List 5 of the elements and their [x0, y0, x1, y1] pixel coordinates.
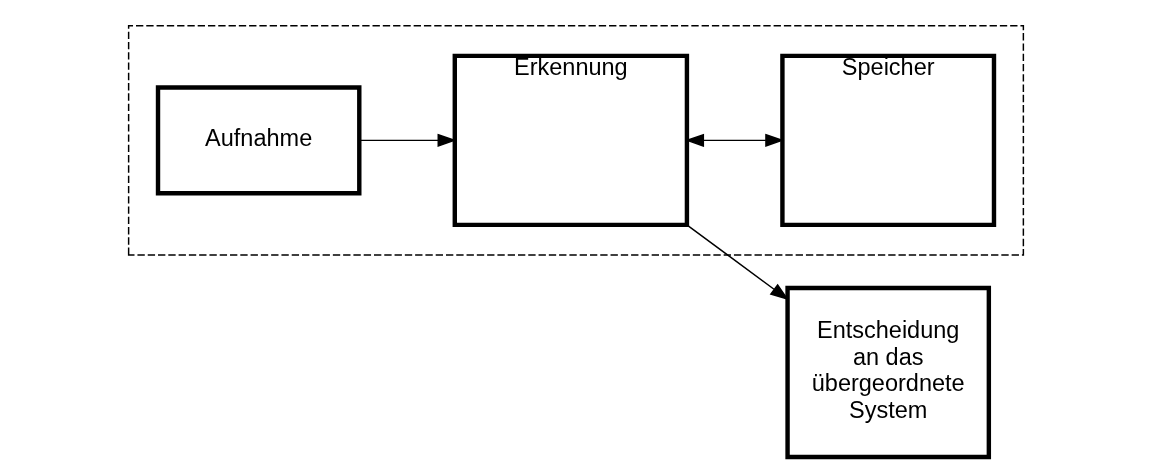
node-box: Erkennung [452, 53, 690, 228]
cluster [127, 25, 1025, 256]
node-box: Speicher [780, 53, 997, 228]
node-box: Entscheidung an das übergeordnete System [785, 285, 992, 460]
node-box: Aufnahme [155, 85, 362, 196]
